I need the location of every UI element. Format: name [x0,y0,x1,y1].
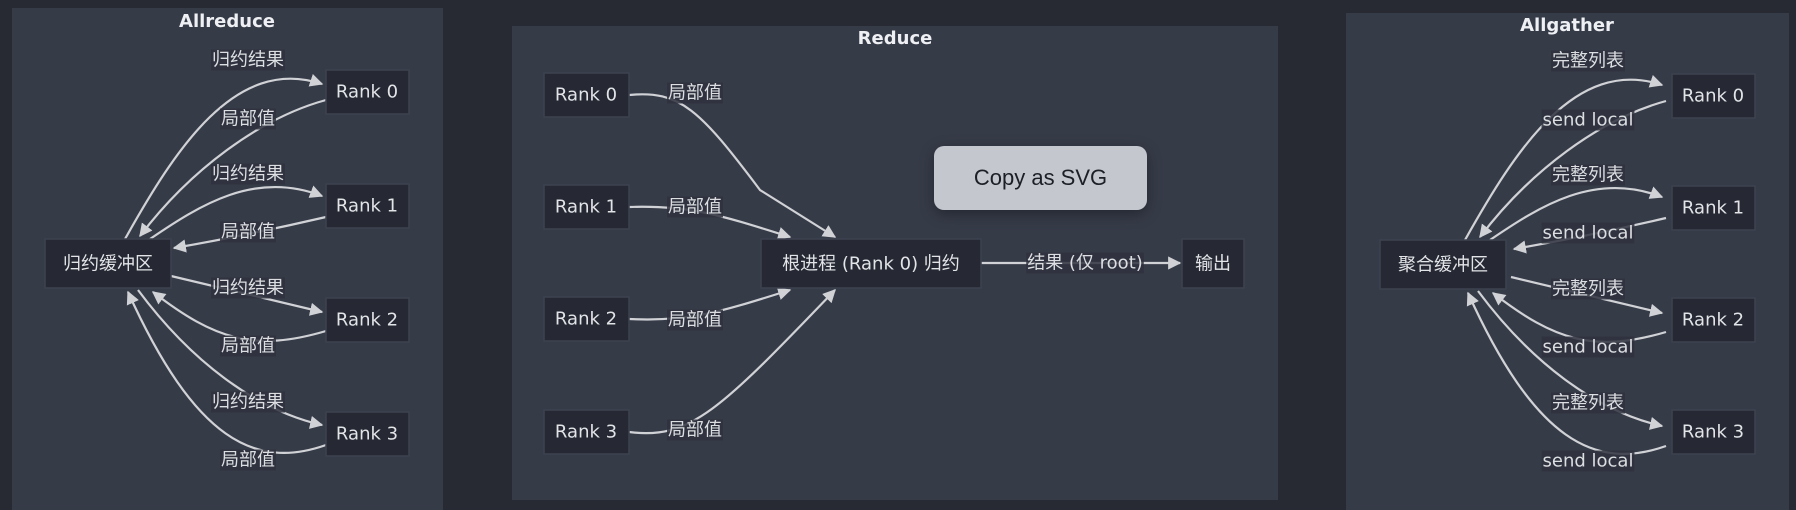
allreduce-to-rank-1-label: 归约结果 [212,164,284,185]
allreduce-from-rank-3-label-bg [220,449,276,471]
allreduce-to-rank-2-label: 归约结果 [212,278,284,299]
allgather-to-rank-1-edge [1489,186,1664,241]
allreduce-buffer-node[interactable]: 归约缓冲区 [44,238,172,289]
allgather-subgraph: Allgather 完整列表 send local 完整列表 send local 完整… [1346,13,1789,510]
allgather-rank-1[interactable]: Rank 1 [1671,185,1756,231]
allgather-from-rank-0-label-bg [1541,109,1635,131]
reduce-result-label: 结果 (仅 root) [1027,253,1143,274]
allgather-buffer-node[interactable]: 聚合缓冲区 [1379,239,1507,290]
reduce-rank-0-label: 局部值 [668,83,722,104]
svg-text:Rank 0: Rank 0 [1682,86,1744,107]
allgather-to-rank-3-label-bg [1551,392,1625,414]
reduce-rank-0-edge [628,93,837,238]
svg-text:归约缓冲区: 归约缓冲区 [63,254,153,275]
allreduce-rank-3[interactable]: Rank 3 [325,411,410,457]
allgather-from-rank-3-edge [1466,291,1667,455]
allreduce-from-rank-3-edge [126,290,327,454]
allgather-to-rank-0-label-bg [1551,50,1625,72]
allreduce-from-rank-1-label-bg [220,221,276,243]
svg-text:Rank 2: Rank 2 [555,309,617,330]
svg-text:Rank 0: Rank 0 [555,85,617,106]
svg-text:Rank 1: Rank 1 [555,197,617,218]
allreduce-title: Allreduce [179,11,275,32]
allgather-to-rank-3-label: 完整列表 [1552,393,1624,414]
reduce-rank-3-label-bg [667,419,723,441]
allgather-title: Allgather [1520,15,1614,36]
reduce-rank-1-label: 局部值 [668,197,722,218]
svg-text:输出: 输出 [1195,254,1231,275]
allreduce-rank-0[interactable]: Rank 0 [325,69,410,115]
allgather-to-rank-1-label: 完整列表 [1552,165,1624,186]
svg-text:Rank 3: Rank 3 [1682,422,1744,443]
allgather-from-rank-0-edge [1479,99,1667,239]
allgather-to-rank-2-label: 完整列表 [1552,279,1624,300]
allreduce-from-rank-0-label: 局部值 [221,109,275,130]
allgather-to-rank-2-label-bg [1551,278,1625,300]
allreduce-from-rank-2-label-bg [220,335,276,357]
allgather-from-rank-3-label: send local [1543,451,1634,472]
allreduce-to-rank-0-label: 归约结果 [212,50,284,71]
reduce-rank-2[interactable]: Rank 2 [543,296,630,342]
allreduce-from-rank-0-label-bg [220,108,276,130]
svg-text:Rank 1: Rank 1 [1682,198,1744,219]
reduce-title: Reduce [858,28,933,49]
allreduce-rank-2[interactable]: Rank 2 [325,297,410,343]
reduce-rank-0[interactable]: Rank 0 [543,72,630,118]
allgather-from-rank-3-label-bg [1541,450,1635,472]
allgather-from-rank-2-label: send local [1543,337,1634,358]
allgather-from-rank-0-label: send local [1543,110,1634,131]
reduce-rank-1[interactable]: Rank 1 [543,184,630,230]
allgather-rank-3[interactable]: Rank 3 [1671,409,1756,455]
allreduce-to-rank-2-label-bg [211,277,285,299]
allreduce-to-rank-1-label-bg [211,163,285,185]
allgather-from-rank-1-label: send local [1543,223,1634,244]
reduce-output-node[interactable]: 输出 [1181,238,1245,289]
allreduce-from-rank-1-label: 局部值 [221,222,275,243]
svg-text:Rank 3: Rank 3 [336,424,398,445]
allgather-rank-2[interactable]: Rank 2 [1671,297,1756,343]
reduce-rank-2-label: 局部值 [668,310,722,331]
allreduce-to-rank-3-edge [137,289,324,429]
allgather-to-rank-0-label: 完整列表 [1552,51,1624,72]
allreduce-to-rank-0-label-bg [211,49,285,71]
allgather-to-rank-3-edge [1477,290,1664,430]
allreduce-from-rank-2-label: 局部值 [221,336,275,357]
allreduce-to-rank-0-edge [124,73,324,240]
allreduce-from-rank-0-edge [139,98,327,238]
allgather-from-rank-1-label-bg [1541,222,1635,244]
reduce-rank-3-edge [628,289,836,435]
allreduce-from-rank-3-label: 局部值 [221,450,275,471]
copy-as-svg-button[interactable]: Copy as SVG [934,146,1147,210]
reduce-root-node[interactable]: 根进程 (Rank 0) 归约 [760,238,982,289]
svg-text:Rank 1: Rank 1 [336,196,398,217]
reduce-rank-0-label-bg [667,82,723,104]
reduce-rank-1-label-bg [667,196,723,218]
allreduce-to-rank-1-edge [149,185,324,240]
allgather-to-rank-1-label-bg [1551,164,1625,186]
reduce-rank-3[interactable]: Rank 3 [543,409,630,455]
svg-text:Rank 2: Rank 2 [1682,310,1744,331]
svg-text:Rank 2: Rank 2 [336,310,398,331]
svg-text:聚合缓冲区: 聚合缓冲区 [1398,255,1488,276]
svg-text:Rank 3: Rank 3 [555,422,617,443]
svg-text:根进程 (Rank 0) 归约: 根进程 (Rank 0) 归约 [782,254,960,275]
allreduce-to-rank-3-label: 归约结果 [212,392,284,413]
allreduce-to-rank-3-label-bg [211,391,285,413]
allgather-rank-0[interactable]: Rank 0 [1671,73,1756,119]
reduce-result-label-bg [1026,252,1144,274]
allreduce-rank-1[interactable]: Rank 1 [325,183,410,229]
allgather-from-rank-2-label-bg [1541,336,1635,358]
reduce-rank-3-label: 局部值 [668,420,722,441]
svg-text:Rank 0: Rank 0 [336,82,398,103]
reduce-rank-2-label-bg [667,309,723,331]
